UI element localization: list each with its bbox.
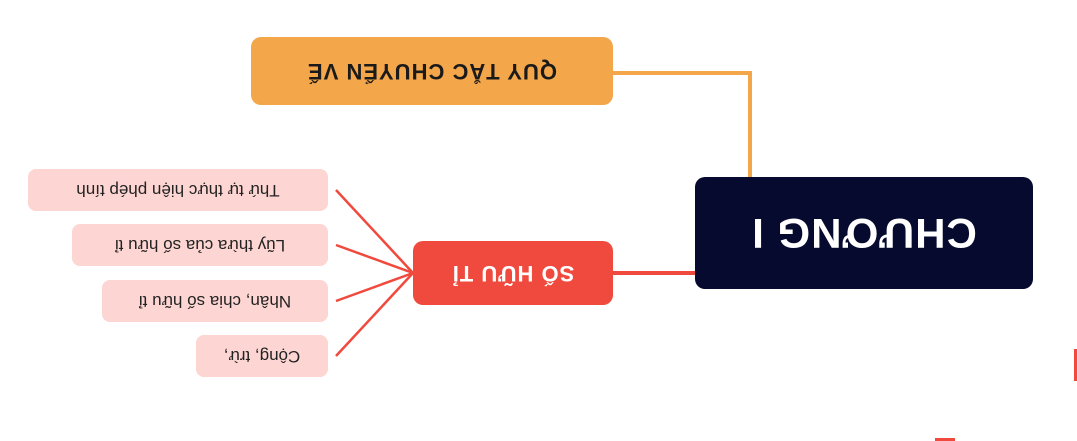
leaf-cong-tru[interactable]: Cộng, trừ, xyxy=(196,335,328,377)
branch-quy-tac-chuyen-ve[interactable]: QUY TẮC CHUYỂN VẾ xyxy=(251,37,613,105)
branch-so-huu-ti[interactable]: SỐ HỮU TỈ xyxy=(413,241,613,305)
connector-leaf-4 xyxy=(335,189,414,274)
connector-leaf-2 xyxy=(335,271,414,303)
connector-leaf-1 xyxy=(335,272,414,357)
leaf-luy-thua[interactable]: Lũy thừa của số hữu tỉ xyxy=(72,224,328,266)
leaf-thu-tu-thuc-hien[interactable]: Thứ tự thực hiện phép tính xyxy=(28,169,328,211)
leaf-nhan-chia[interactable]: Nhân, chia số hữu tỉ xyxy=(102,280,328,322)
connector-leaf-3 xyxy=(335,243,414,275)
root-node[interactable]: CHƯƠNG I xyxy=(695,177,1033,289)
